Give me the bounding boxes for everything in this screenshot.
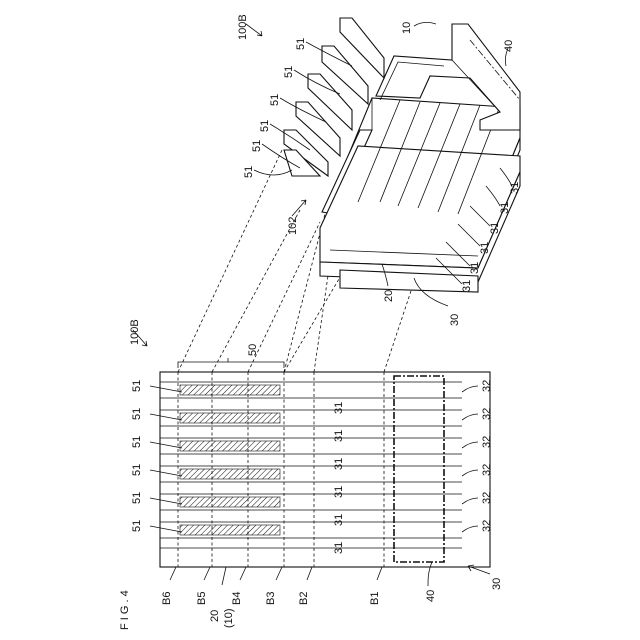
label-31-q4: 31	[479, 242, 491, 254]
label-32-p4: 32	[481, 464, 493, 476]
label-b1: B1	[369, 592, 381, 605]
bracket-50	[178, 358, 284, 368]
label-32-p6: 32	[481, 520, 493, 532]
label-51-p1: 51	[131, 380, 143, 392]
label-51-q3: 51	[269, 94, 281, 106]
label-51-q2: 51	[283, 66, 295, 78]
label-31-p3: 31	[333, 458, 345, 470]
label-30-plan: 30	[491, 578, 503, 590]
label-51-p2: 51	[131, 408, 143, 420]
label-30-persp: 30	[449, 314, 461, 326]
label-b6: B6	[161, 592, 173, 605]
label-51-q4: 51	[259, 120, 271, 132]
label-40-plan: 40	[425, 590, 437, 602]
label-31-p5: 31	[333, 514, 345, 526]
label-31-q2: 31	[499, 202, 511, 214]
label-20: 20	[209, 610, 221, 622]
label-31-q3: 31	[489, 222, 501, 234]
label-51-q1: 51	[295, 38, 307, 50]
label-31-q5: 31	[469, 262, 481, 274]
label-51-p3: 51	[131, 436, 143, 448]
pad-1	[180, 385, 280, 395]
plan-view: 50 B6 B5 B4 B3 B2 B1 20 (10) 40 30 51 51…	[131, 344, 503, 628]
label-20-sub: (10)	[223, 608, 235, 628]
label-32-p5: 32	[481, 492, 493, 504]
bracket-50-label: 50	[247, 344, 259, 356]
label-31-p4: 31	[333, 486, 345, 498]
ref-100b-top: 100B	[237, 14, 249, 40]
label-51-p5: 51	[131, 492, 143, 504]
figure-label: F I G . 4	[119, 590, 131, 630]
label-40-persp: 40	[503, 40, 515, 52]
label-32-p3: 32	[481, 436, 493, 448]
label-31-p1: 31	[333, 402, 345, 414]
label-31-p2: 31	[333, 430, 345, 442]
label-51-q5: 51	[251, 140, 263, 152]
label-b5: B5	[196, 592, 208, 605]
label-102: 102	[287, 217, 299, 235]
pad-6	[180, 525, 280, 535]
label-b2: B2	[298, 592, 310, 605]
perspective-view: 10 40 102 20 30 51 51 51 51 51 51 31 31 …	[243, 18, 521, 326]
pad-5	[180, 497, 280, 507]
label-20-persp: 20	[383, 290, 395, 302]
pad-3	[180, 441, 280, 451]
pad-4	[180, 469, 280, 479]
label-51-p4: 51	[131, 464, 143, 476]
label-32-p1: 32	[481, 380, 493, 392]
label-51-q6: 51	[243, 166, 255, 178]
label-51-p6: 51	[131, 520, 143, 532]
label-31-p6: 31	[333, 542, 345, 554]
label-b4: B4	[231, 592, 243, 605]
pad-2	[180, 413, 280, 423]
label-b3: B3	[265, 592, 277, 605]
label-31-q6: 31	[461, 280, 473, 292]
label-10: 10	[401, 22, 413, 34]
label-32-p2: 32	[481, 408, 493, 420]
